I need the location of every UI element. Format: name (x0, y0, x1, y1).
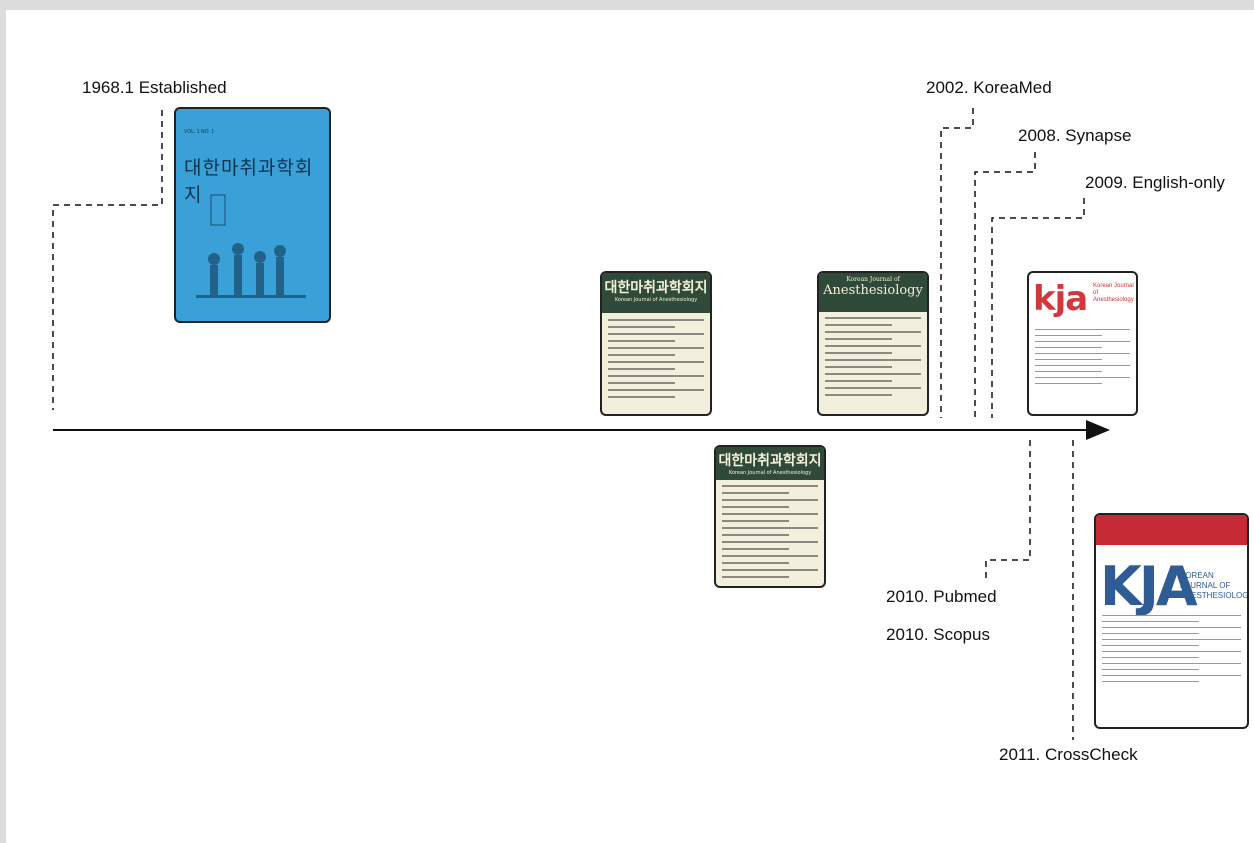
cover-green-1-title: 대한마취과학회지 (604, 280, 708, 296)
cover-green-1-subtitle: Korean Journal of Anesthesiology (614, 297, 698, 303)
connector-pubmed (985, 440, 1031, 578)
event-2010-scopus: 2010. Scopus (886, 625, 990, 644)
cover-1968: VOL. 1 NO. 1 대한마취과학회지 (174, 107, 331, 323)
cover-1968-illustration (196, 194, 306, 298)
connector-koreamed (940, 108, 974, 418)
event-2008-synapse: 2008. Synapse (1018, 126, 1132, 145)
cover-green-2-subtitle: Korean Journal of Anesthesiology (728, 470, 812, 476)
connector-synapse (974, 152, 1036, 418)
event-2011-crosscheck: 2011. CrossCheck (999, 745, 1138, 764)
cover-green-2-title: 대한마취과학회지 (718, 453, 822, 469)
event-2010-pubmed: 2010. Pubmed (886, 587, 997, 606)
cover-green-3-subtitle: Anesthesiology (823, 283, 923, 298)
event-1968-established: 1968.1 Established (82, 78, 227, 97)
cover-green-2: 대한마취과학회지 Korean Journal of Anesthesiolog… (714, 445, 826, 588)
cover-big-sub: KOREAN JOURNAL OF ANESTHESIOLOGY (1180, 571, 1249, 600)
cover-kja: kja Korean Journal of Anesthesiology (1027, 271, 1138, 416)
cover-green-3: Korean Journal of Anesthesiology (817, 271, 929, 416)
cover-big-logo: KJA (1100, 555, 1198, 618)
cover-green-1: 대한마취과학회지 Korean Journal of Anesthesiolog… (600, 271, 712, 416)
connector-1968 (52, 110, 163, 410)
cover-1968-title: 대한마취과학회지 (184, 157, 314, 206)
connector-english (991, 198, 1085, 418)
cover-kja-logo: kja (1033, 279, 1088, 319)
event-2002-koreamed: 2002. KoreaMed (926, 78, 1052, 97)
event-2009-english-only: 2009. English-only (1085, 173, 1225, 192)
cover-big-band (1096, 515, 1247, 545)
cover-kja-sub: Korean Journal of Anesthesiology (1093, 283, 1134, 303)
cover-green-3-title: Korean Journal of (846, 276, 900, 283)
cover-big-kja: KJA KOREAN JOURNAL OF ANESTHESIOLOGY (1094, 513, 1249, 729)
